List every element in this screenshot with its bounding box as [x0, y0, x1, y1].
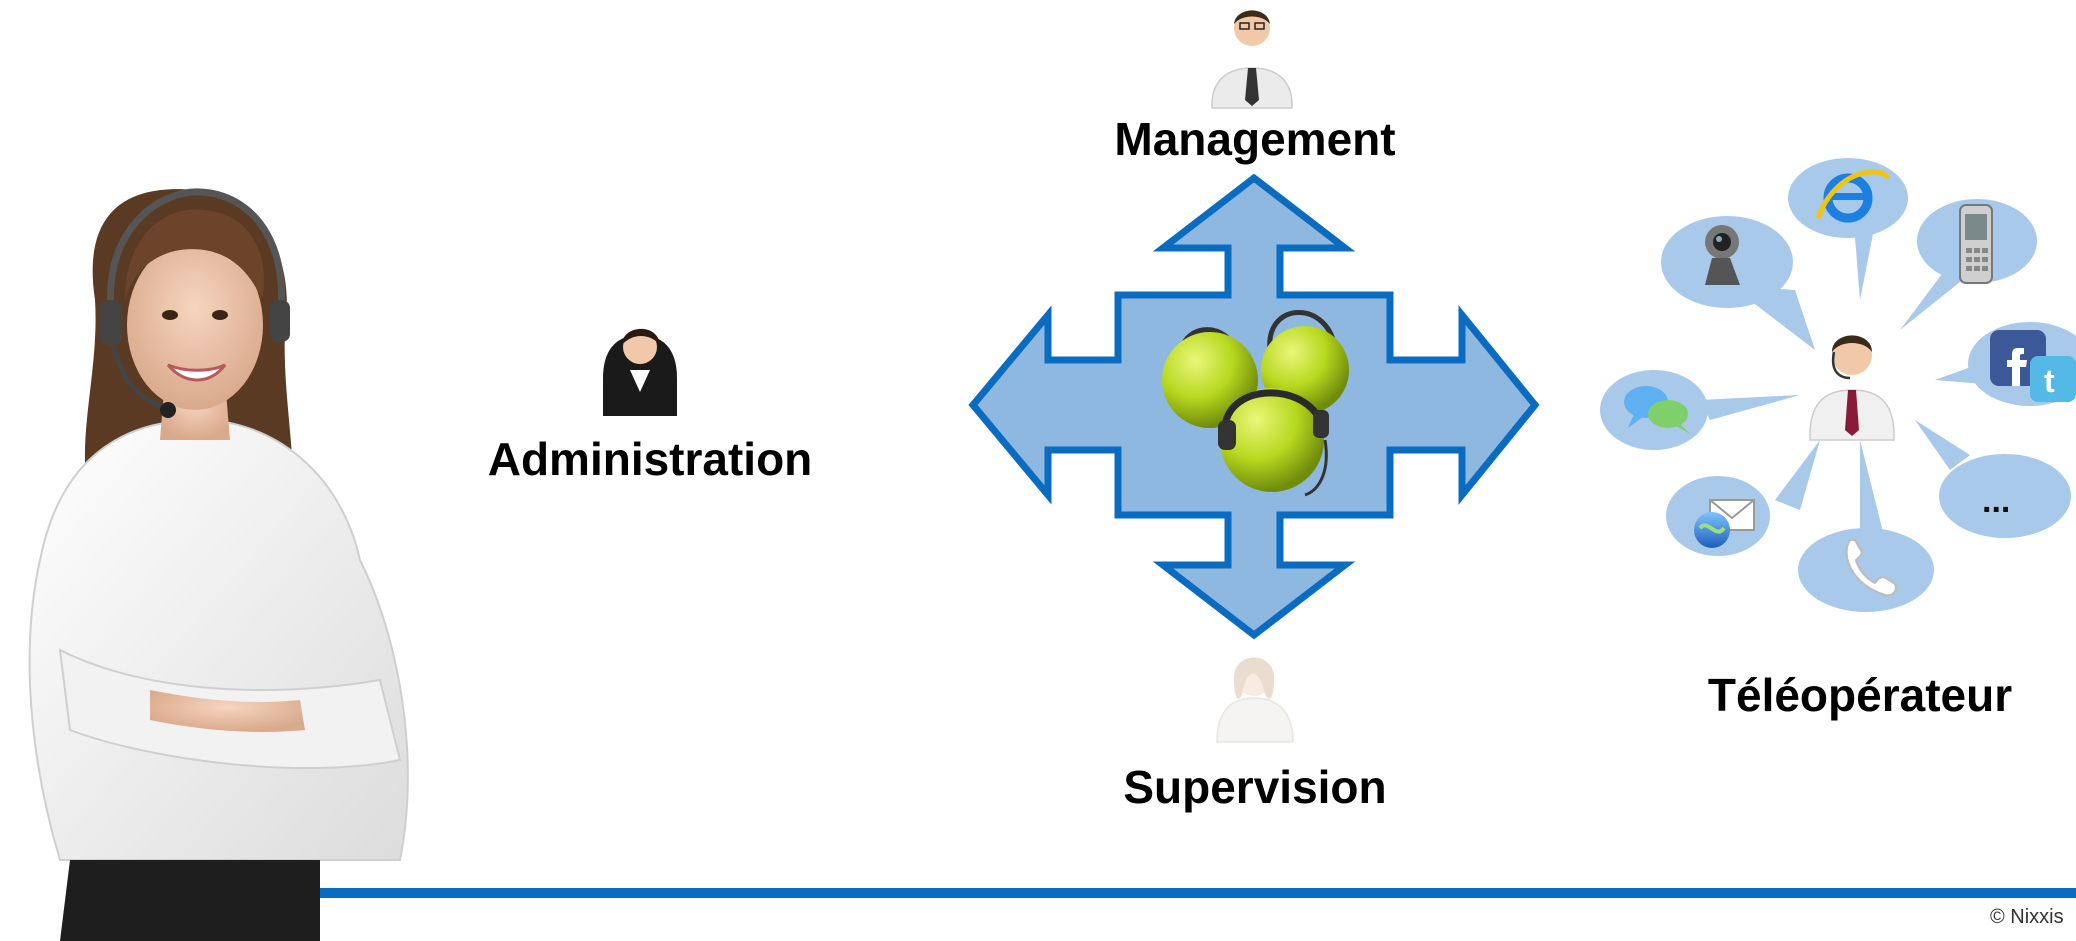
headset-logo-icon	[1162, 310, 1349, 497]
bottom-divider-line	[320, 888, 2076, 898]
teleoperateur-label: Téléopérateur	[1707, 669, 2013, 721]
supervision-label: Supervision	[1123, 761, 1387, 813]
twitter-icon: t	[2030, 356, 2076, 402]
teleoperateur-person-icon	[1809, 335, 1895, 441]
management-label: Management	[1114, 113, 1396, 165]
copyright-text: © Nixxis	[1990, 906, 2064, 928]
management-person-icon	[1211, 10, 1293, 109]
mobile-phone-icon	[1959, 204, 1993, 284]
email-icon	[1694, 499, 1755, 548]
administration-person-icon	[603, 328, 677, 416]
internet-explorer-icon	[1815, 169, 1891, 223]
supervision-person-icon	[1216, 657, 1294, 743]
call-center-agent-photo	[28, 188, 409, 941]
chat-bubbles-icon	[1624, 386, 1690, 434]
administration-label: Administration	[487, 433, 813, 485]
more-channels-text: ...	[1982, 482, 2010, 520]
svg-text:t: t	[2044, 363, 2055, 399]
telephone-icon	[1845, 539, 1897, 597]
webcam-icon	[1705, 225, 1740, 285]
